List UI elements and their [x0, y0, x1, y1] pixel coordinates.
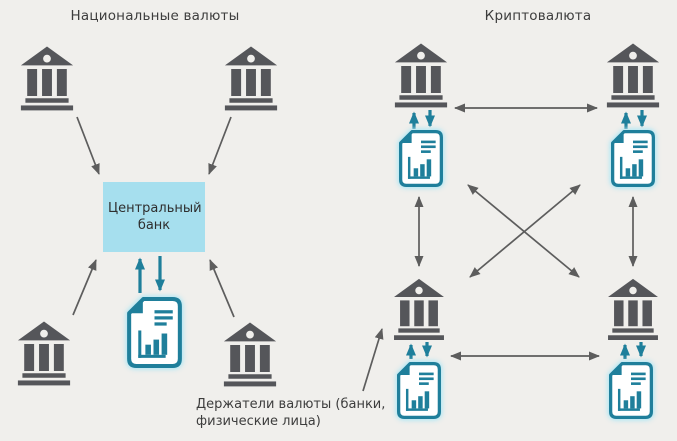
bank-icon [223, 321, 277, 387]
caption-line-2: физические лица) [196, 413, 321, 429]
p2p-edge-diagonal-2 [469, 184, 581, 278]
bank-icon [17, 320, 71, 386]
bank-icon [392, 278, 446, 340]
bank-icon [394, 42, 448, 108]
edge-topleft-bank-to-central-bank [76, 116, 100, 175]
central-bank-label: Центральный банк [108, 201, 202, 233]
central-bank-box: Центральный банк [103, 182, 205, 252]
ledger-report-icon [610, 130, 656, 187]
ledger-report-icon [608, 362, 654, 419]
bank-icon [20, 45, 74, 111]
bank-icon [606, 278, 660, 340]
edge-bottomleft-bank-to-central-bank [72, 259, 97, 316]
national-currencies-title: Национальные валюты [70, 8, 240, 24]
caption-pointer-arrow [362, 328, 384, 392]
currency-holders-caption: Держатели валюты (банки, физические лица… [196, 397, 406, 430]
caption-line-1: Держатели валюты (банки, [196, 397, 386, 412]
edge-bottomright-bank-to-central-bank [209, 259, 235, 318]
bank-icon [606, 42, 660, 108]
ledger-report-icon [398, 130, 444, 187]
edge-topright-bank-to-central-bank [208, 116, 232, 175]
cryptocurrency-title: Криптовалюта [484, 8, 592, 24]
ledger-report-icon [126, 297, 183, 368]
bank-icon [224, 45, 278, 111]
